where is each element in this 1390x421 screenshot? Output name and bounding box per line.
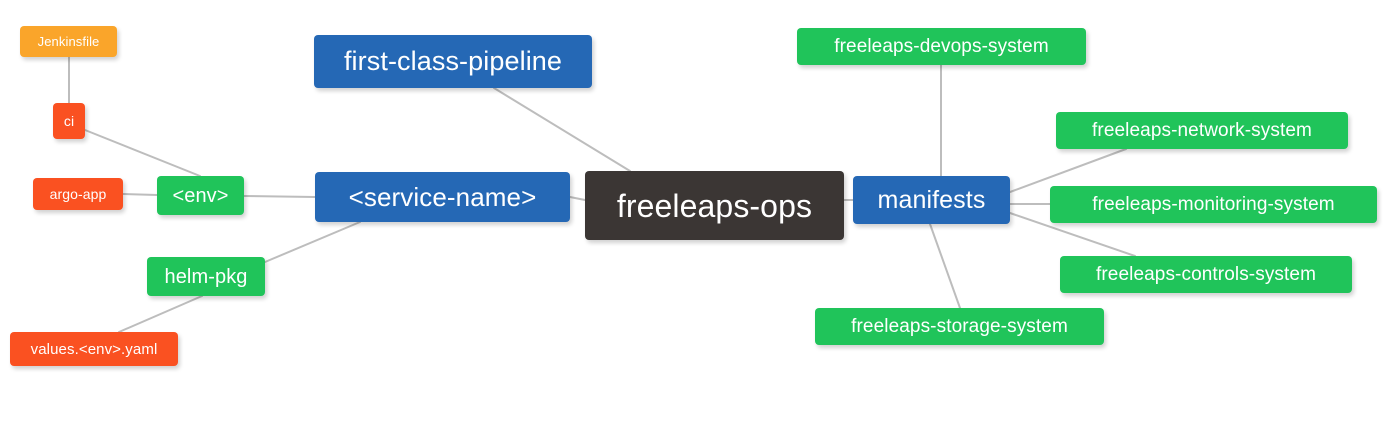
node-env[interactable]: <env>	[157, 176, 244, 215]
node-label-ci: ci	[63, 113, 75, 129]
node-label-jenkinsfile: Jenkinsfile	[37, 34, 100, 49]
edge-pipeline-ops	[493, 87, 631, 172]
node-service-name[interactable]: <service-name>	[315, 172, 570, 222]
node-label-values-env-yaml: values.<env>.yaml	[30, 340, 158, 358]
node-label-freeleaps-ops: freeleaps-ops	[616, 187, 813, 224]
node-first-class-pipeline[interactable]: first-class-pipeline	[314, 35, 592, 88]
node-label-manifests: manifests	[877, 185, 986, 214]
node-freeleaps-monitoring-system[interactable]: freeleaps-monitoring-system	[1050, 186, 1377, 223]
edge-helmpkg-servicename	[264, 221, 361, 263]
node-helm-pkg[interactable]: helm-pkg	[147, 257, 265, 296]
node-label-argo-app: argo-app	[49, 186, 107, 202]
node-freeleaps-storage-system[interactable]: freeleaps-storage-system	[815, 308, 1104, 345]
node-freeleaps-devops-system[interactable]: freeleaps-devops-system	[797, 28, 1086, 65]
node-label-service-name: <service-name>	[348, 182, 537, 212]
node-freeleaps-network-system[interactable]: freeleaps-network-system	[1056, 112, 1348, 149]
node-label-freeleaps-devops-system: freeleaps-devops-system	[834, 36, 1049, 57]
edge-values-helmpkg	[118, 295, 203, 333]
node-ci[interactable]: ci	[53, 103, 85, 139]
node-jenkinsfile[interactable]: Jenkinsfile	[20, 26, 117, 57]
node-freeleaps-ops[interactable]: freeleaps-ops	[585, 171, 844, 240]
edge-servicename-ops	[569, 196, 586, 201]
node-label-freeleaps-controls-system: freeleaps-controls-system	[1095, 264, 1317, 285]
node-label-env: <env>	[172, 184, 229, 207]
node-label-freeleaps-storage-system: freeleaps-storage-system	[851, 316, 1068, 337]
node-label-freeleaps-monitoring-system: freeleaps-monitoring-system	[1092, 194, 1335, 215]
node-argo-app[interactable]: argo-app	[33, 178, 123, 210]
edge-manifests-storage	[929, 223, 961, 309]
edge-ci-env	[84, 129, 201, 177]
edge-env-servicename	[243, 195, 316, 198]
node-label-helm-pkg: helm-pkg	[164, 265, 248, 288]
node-label-freeleaps-network-system: freeleaps-network-system	[1092, 120, 1312, 141]
edge-argoapp-env	[122, 193, 158, 196]
node-label-first-class-pipeline: first-class-pipeline	[343, 46, 563, 76]
node-values-env-yaml[interactable]: values.<env>.yaml	[10, 332, 178, 366]
node-freeleaps-controls-system[interactable]: freeleaps-controls-system	[1060, 256, 1352, 293]
node-manifests[interactable]: manifests	[853, 176, 1010, 224]
